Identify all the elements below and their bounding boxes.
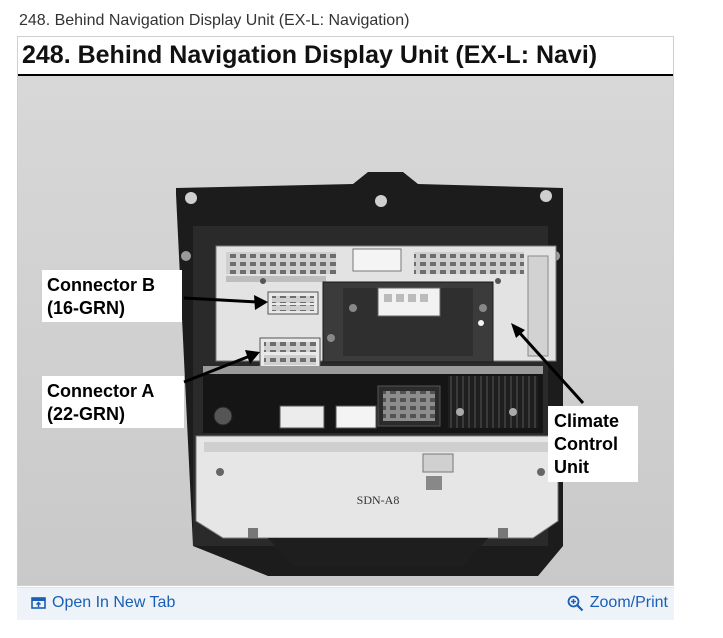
callout-connector-a-line2: (22-GRN)	[47, 404, 125, 424]
unit-model-marking: SDN-A8	[357, 493, 400, 507]
rear-connector-strip	[203, 366, 543, 433]
callout-connector-b-line1: Connector B	[47, 275, 155, 295]
connector-b	[267, 291, 319, 315]
arrowhead-climate-control	[511, 323, 525, 338]
arrow-connector-b	[183, 296, 259, 304]
callout-connector-a: Connector A (22-GRN)	[42, 376, 184, 428]
figure-frame: 248. Behind Navigation Display Unit (EX-…	[17, 36, 674, 586]
callout-climate-line3: Unit	[554, 457, 589, 477]
callout-connector-b: Connector B (16-GRN)	[42, 270, 182, 322]
callout-climate-line2: Control	[554, 434, 618, 454]
arrow-climate-control	[516, 329, 585, 405]
callout-arrows	[183, 295, 585, 405]
figure-caption: 248. Behind Navigation Display Unit (EX-…	[19, 12, 410, 29]
zoom-print-link[interactable]: Zoom/Print	[567, 594, 668, 612]
arrowhead-connector-b	[254, 295, 268, 310]
title-divider	[18, 74, 673, 76]
callout-climate-line1: Climate	[554, 411, 619, 431]
magnifier-plus-icon	[567, 595, 584, 612]
lower-chassis: SDN-A8	[195, 435, 559, 566]
climate-control-module	[322, 281, 494, 363]
arrow-connector-a	[183, 354, 251, 384]
open-in-new-tab-icon	[31, 596, 46, 610]
zoom-print-label: Zoom/Print	[589, 594, 668, 611]
callout-connector-b-line2: (16-GRN)	[47, 298, 125, 318]
unit-photo: SDN-A8 Connector B (16-GRN) Connector A …	[18, 76, 673, 585]
callout-climate-control: Climate Control Unit	[548, 406, 638, 482]
figure-toolbar: Open In New Tab Zoom/Print	[17, 587, 674, 620]
open-in-new-tab-label: Open In New Tab	[52, 594, 176, 611]
arrowhead-connector-a	[245, 350, 260, 364]
figure-title: 248. Behind Navigation Display Unit (EX-…	[22, 41, 598, 69]
callout-connector-a-line1: Connector A	[47, 381, 154, 401]
open-in-new-tab-link[interactable]: Open In New Tab	[31, 594, 175, 612]
